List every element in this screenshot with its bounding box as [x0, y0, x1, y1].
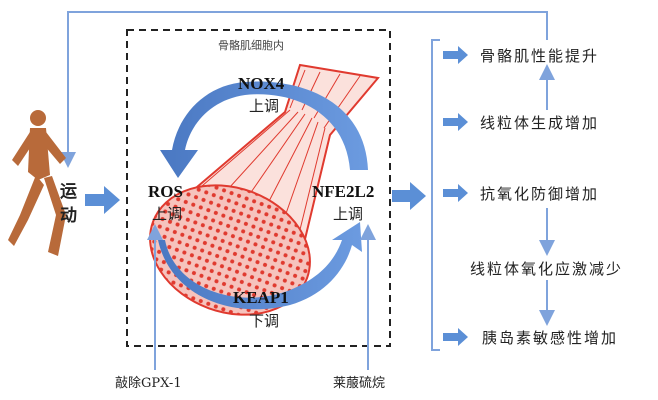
- cell-box: [126, 29, 391, 347]
- arrow-cell-to-outcomes: [392, 182, 426, 210]
- cell-box-label: 骨骼肌细胞内: [218, 39, 284, 52]
- ros-state: 上调: [152, 205, 183, 223]
- arrow-ros-to-keap1-to-nfe2l2: [158, 222, 362, 310]
- sulforaphane-label: 莱菔硫烷: [333, 376, 386, 391]
- nfe2l2-state: 上调: [333, 205, 364, 223]
- outcome-arrows: [443, 46, 468, 346]
- outcome-insulin-sensitivity: 胰岛素敏感性增加: [482, 329, 619, 347]
- keap1-state: 下调: [249, 312, 280, 330]
- runner-figure: [8, 110, 66, 256]
- feedback-line: [60, 11, 548, 168]
- keap1-label: KEAP1: [233, 288, 289, 307]
- ros-label: ROS: [148, 182, 183, 201]
- nfe2l2-label: NFE2L2: [312, 182, 375, 201]
- gpx1-knockout-label: 敲除GPX-1: [115, 376, 182, 391]
- outcome-mitochondrial-biogenesis: 线粒体生成增加: [480, 114, 600, 132]
- exercise-label: 运动: [60, 182, 77, 226]
- outcome-muscle-performance: 骨骼肌性能提升: [480, 47, 600, 65]
- outcomes-bracket: [431, 39, 440, 351]
- arrow-exercise-to-cell: [85, 186, 120, 214]
- nox4-state: 上调: [249, 97, 280, 115]
- outcome-antioxidant-defense: 抗氧化防御增加: [480, 185, 600, 203]
- nox4-label: NOX4: [238, 74, 285, 93]
- outcome-oxidative-stress: 线粒体氧化应激减少: [470, 260, 624, 278]
- arrow-nox4-to-ros: [160, 81, 368, 178]
